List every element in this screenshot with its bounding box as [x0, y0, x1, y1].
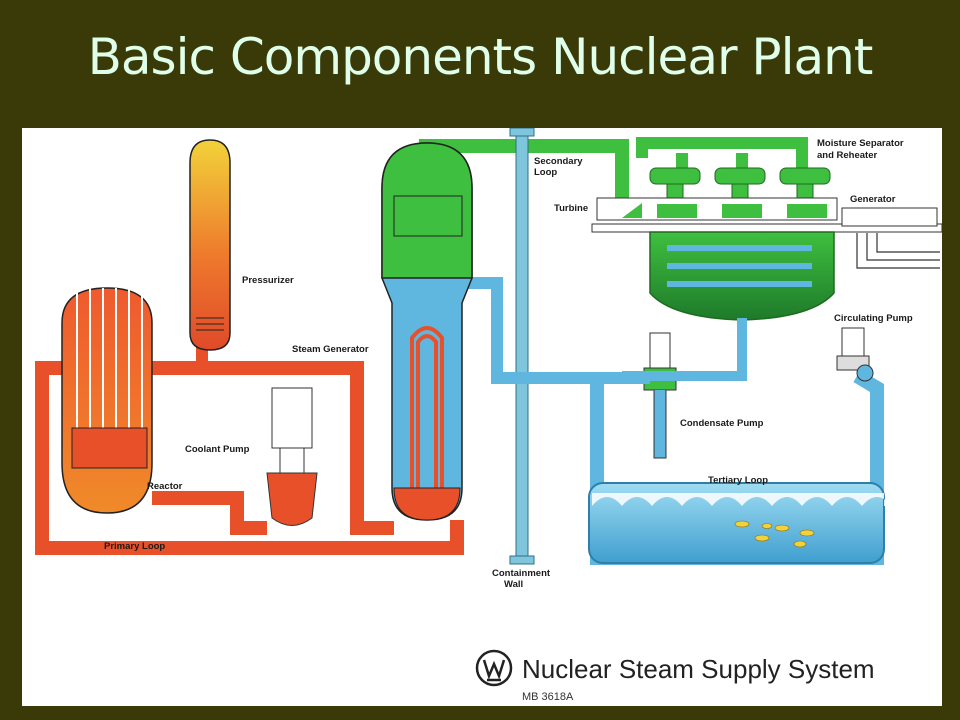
- label-containment-wall-2: Wall: [504, 579, 523, 590]
- label-condensate-pump: Condensate Pump: [680, 418, 764, 429]
- westinghouse-logo-icon: [475, 649, 513, 687]
- slide-title: Basic Components Nuclear Plant: [87, 28, 874, 86]
- label-turbine: Turbine: [554, 203, 588, 214]
- secondary-loop: [419, 137, 942, 459]
- label-generator: Generator: [850, 194, 896, 205]
- fish-icon: [734, 520, 815, 548]
- label-tertiary-loop: Tertiary Loop: [708, 475, 768, 486]
- nuclear-plant-diagram: Secondary Loop Moisture Separator and Re…: [35, 128, 942, 703]
- label-circulating-pump: Circulating Pump: [834, 313, 913, 324]
- moisture-separator-icon: [649, 167, 831, 205]
- circulating-pump-icon: [836, 327, 874, 382]
- steam-generator: [381, 142, 473, 521]
- label-secondary-loop-1: Secondary: [534, 156, 583, 167]
- containment-wall: [509, 128, 535, 565]
- reactor: [61, 287, 153, 514]
- label-steam-generator: Steam Generator: [292, 344, 369, 355]
- tertiary-loop: [588, 327, 892, 565]
- footer: Nuclear Steam Supply System MB 3618A: [475, 649, 875, 703]
- label-pressurizer: Pressurizer: [242, 275, 294, 286]
- generator-icon: [841, 207, 940, 269]
- diagram-figure: Secondary Loop Moisture Separator and Re…: [22, 128, 942, 706]
- label-containment-wall-1: Containment: [492, 568, 551, 579]
- condensate-pump-icon: [643, 332, 677, 459]
- label-moisture-1: Moisture Separator: [817, 138, 904, 149]
- label-primary-loop: Primary Loop: [104, 541, 165, 552]
- footer-title: Nuclear Steam Supply System: [522, 654, 875, 684]
- diagram-labels: Secondary Loop Moisture Separator and Re…: [104, 138, 913, 590]
- label-moisture-2: and Reheater: [817, 150, 877, 161]
- pressurizer: [189, 139, 231, 351]
- label-coolant-pump: Coolant Pump: [185, 444, 250, 455]
- footer-code: MB 3618A: [522, 691, 574, 703]
- label-reactor: Reactor: [147, 481, 183, 492]
- coolant-pump-icon: [266, 387, 318, 526]
- label-secondary-loop-2: Loop: [534, 167, 557, 178]
